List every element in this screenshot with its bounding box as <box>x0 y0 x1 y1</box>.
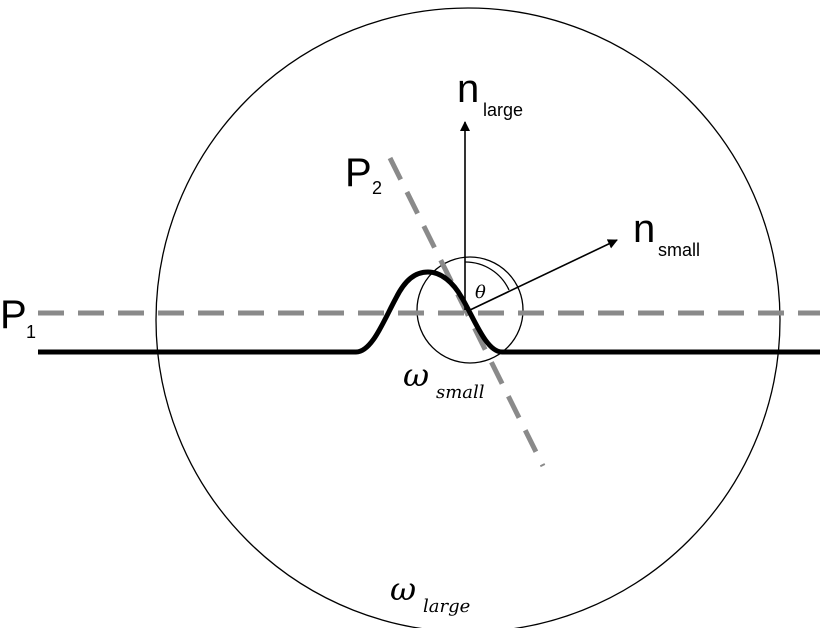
label-n-small-sub: small <box>658 240 700 260</box>
interface-curve <box>38 269 820 355</box>
large-circle <box>155 7 781 628</box>
label-n-large-main: n <box>457 67 479 111</box>
label-p2-main: P <box>345 151 372 195</box>
plane-p2 <box>387 156 546 468</box>
label-n-large-sub: large <box>483 100 523 120</box>
label-omega-large-main: ω <box>390 570 416 608</box>
theta-arc <box>464 261 510 291</box>
label-omega-small-main: ω <box>403 356 429 394</box>
normal-small-arrow <box>469 239 618 311</box>
label-n-small-main: n <box>633 207 655 251</box>
label-p2: P2 <box>345 151 382 198</box>
label-omega-large-sub: large <box>423 596 470 617</box>
label-theta: θ <box>475 282 486 303</box>
label-omega-small-sub: small <box>436 382 485 403</box>
small-circle <box>416 256 524 364</box>
label-p1-sub: 1 <box>26 322 36 342</box>
label-p2-sub: 2 <box>372 178 382 198</box>
label-p1-main: P <box>0 293 27 337</box>
label-p1: P1 <box>0 293 36 342</box>
